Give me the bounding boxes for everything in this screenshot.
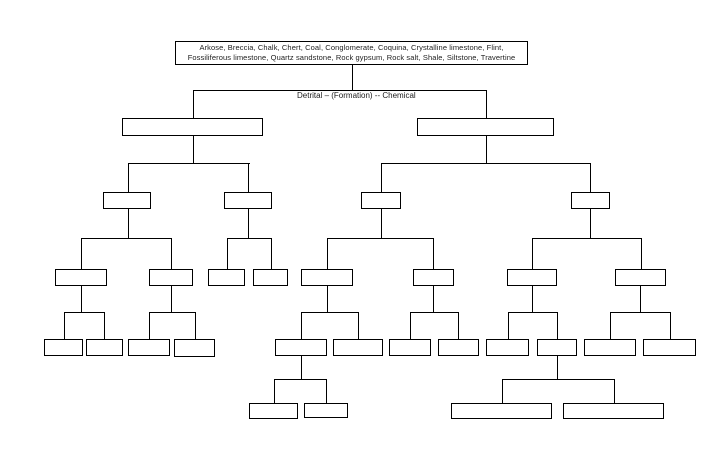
connector: [381, 209, 382, 238]
connector: [433, 238, 434, 269]
connector: [458, 312, 459, 339]
connector: [301, 312, 302, 339]
blank-node-box: [224, 192, 272, 209]
blank-node-box: [333, 339, 383, 356]
connector: [227, 238, 228, 269]
connector: [381, 163, 591, 164]
connector: [193, 90, 487, 91]
blank-node-box: [507, 269, 557, 286]
connector: [610, 312, 671, 313]
blank-node-box: [86, 339, 123, 356]
connector: [301, 312, 359, 313]
connector: [557, 312, 558, 339]
rock-list-line-2: Fossiliferous limestone, Quartz sandston…: [187, 53, 516, 62]
rock-list-box: Arkose, Breccia, Chalk, Chert, Coal, Con…: [175, 41, 528, 65]
connector: [171, 238, 172, 269]
connector: [171, 286, 172, 312]
connector: [248, 163, 249, 192]
connector: [326, 379, 327, 403]
blank-node-box: [55, 269, 107, 286]
connector: [149, 312, 150, 339]
connector: [128, 163, 250, 164]
connector: [64, 312, 65, 339]
connector: [486, 136, 487, 163]
blank-node-box: [563, 403, 664, 419]
connector: [301, 356, 302, 379]
connector: [271, 238, 272, 269]
blank-node-box: [361, 192, 401, 209]
connector: [381, 163, 382, 192]
connector: [327, 286, 328, 312]
blank-node-box: [149, 269, 193, 286]
connector: [590, 209, 591, 238]
connector: [532, 286, 533, 312]
connector: [352, 65, 353, 90]
connector: [641, 238, 642, 269]
connector: [195, 312, 196, 339]
connector: [248, 209, 249, 238]
connector: [410, 312, 459, 313]
connector: [410, 312, 411, 339]
connector: [227, 238, 272, 239]
connector: [81, 238, 82, 269]
blank-node-box: [128, 339, 170, 356]
detrital-root-box: [122, 118, 263, 136]
connector: [81, 238, 172, 239]
connector: [433, 286, 434, 312]
rock-list-line-1: Arkose, Breccia, Chalk, Chert, Coal, Con…: [199, 43, 504, 52]
connector: [557, 356, 558, 379]
blank-node-box: [643, 339, 696, 356]
connector: [614, 379, 615, 403]
connector: [502, 379, 615, 380]
connector: [508, 312, 558, 313]
connector: [81, 286, 82, 312]
blank-node-box: [389, 339, 431, 356]
connector: [502, 379, 503, 403]
connector: [193, 90, 194, 118]
blank-node-box: [615, 269, 666, 286]
connector: [327, 238, 434, 239]
connector: [149, 312, 196, 313]
connector: [128, 209, 129, 238]
connector: [104, 312, 105, 339]
blank-node-box: [208, 269, 245, 286]
blank-node-box: [174, 339, 215, 357]
connector: [358, 312, 359, 339]
blank-node-box: [44, 339, 83, 356]
connector: [64, 312, 105, 313]
connector: [532, 238, 642, 239]
connector: [532, 238, 533, 269]
connector: [590, 163, 591, 192]
connector: [327, 238, 328, 269]
connector: [640, 286, 641, 312]
blank-node-box: [584, 339, 636, 356]
chemical-root-box: [417, 118, 554, 136]
blank-node-box: [486, 339, 529, 356]
connector: [274, 379, 327, 380]
blank-node-box: [571, 192, 610, 209]
detrital-chemical-label: Detrital – (Formation) -- Chemical: [297, 91, 416, 100]
connector: [193, 136, 194, 163]
connector: [670, 312, 671, 339]
connector: [610, 312, 611, 339]
blank-node-box: [275, 339, 327, 356]
connector: [274, 379, 275, 403]
blank-node-box: [413, 269, 454, 286]
blank-node-box: [249, 403, 298, 419]
connector: [508, 312, 509, 339]
blank-node-box: [304, 403, 348, 418]
blank-node-box: [301, 269, 353, 286]
blank-node-box: [451, 403, 552, 419]
blank-node-box: [537, 339, 577, 356]
blank-node-box: [253, 269, 288, 286]
connector: [486, 90, 487, 118]
connector: [128, 163, 129, 192]
blank-node-box: [103, 192, 151, 209]
blank-node-box: [438, 339, 479, 356]
